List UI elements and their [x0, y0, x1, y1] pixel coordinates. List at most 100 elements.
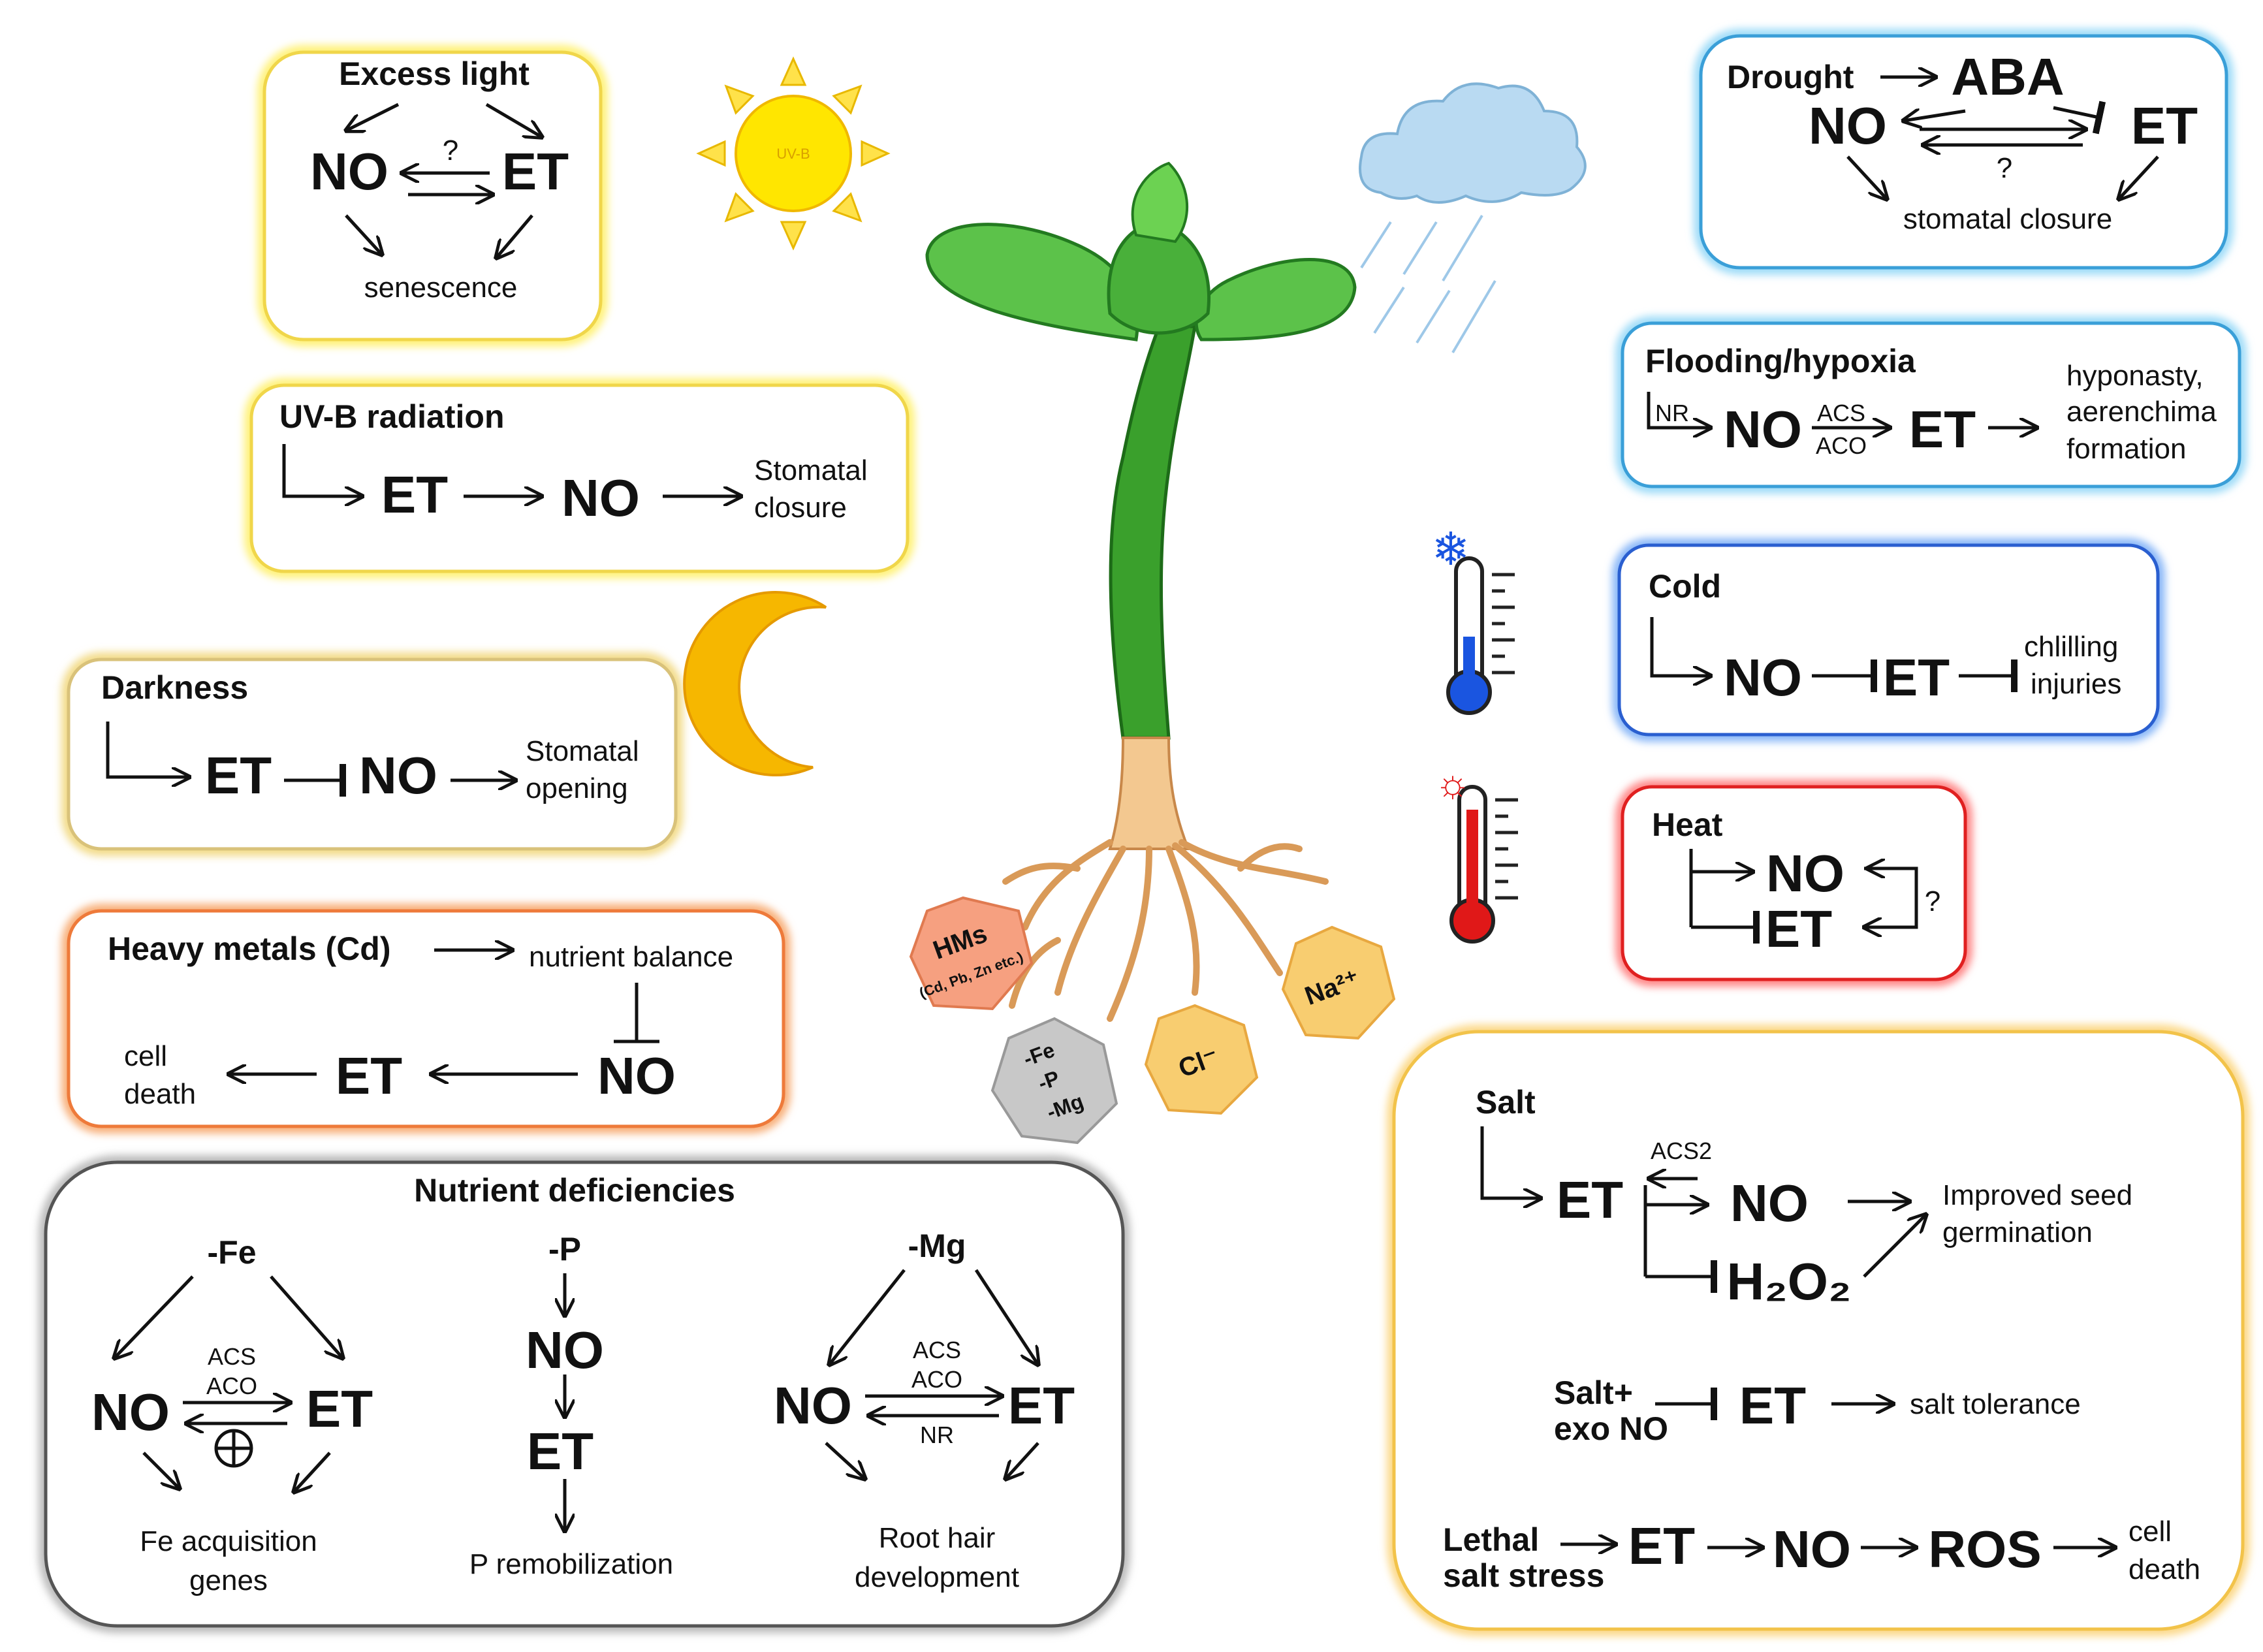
p-et: ET — [527, 1422, 593, 1480]
salt-lethal-no: NO — [1773, 1520, 1851, 1578]
moon-icon — [683, 591, 827, 777]
drought-outcome: stomatal closure — [1903, 203, 2112, 235]
heavy-metals-outcome-1: cell — [124, 1040, 167, 1072]
excess-light-panel: Excess light NO ET ? senescence — [310, 56, 569, 304]
drought-aba: ABA — [1951, 48, 2064, 106]
uvb-panel: UV-B radiation ET NO Stomatal closure — [279, 398, 868, 527]
drought-et: ET — [2131, 97, 2198, 155]
fe-outcome-1: Fe acquisition — [140, 1525, 317, 1557]
deficiency-badge: -Fe -P -Mg — [990, 1017, 1118, 1145]
box-nutrient-deficiencies — [44, 1160, 1125, 1628]
cl-badge: Cl⁻ — [1144, 1004, 1259, 1115]
heat-panel: Heat NO ET ? — [1652, 806, 1940, 958]
heavy-metals-nutrient: nutrient balance — [529, 941, 733, 973]
mg-et: ET — [1008, 1376, 1075, 1435]
box-flooding — [1621, 321, 2241, 488]
salt-acs2: ACS2 — [1651, 1137, 1712, 1164]
salt-lethal-outcome-2: death — [2128, 1553, 2200, 1585]
uvb-no: NO — [562, 469, 640, 527]
flooding-title: Flooding/hypoxia — [1645, 343, 1916, 379]
heat-title: Heat — [1652, 806, 1723, 843]
p-outcome: P remobilization — [469, 1548, 673, 1580]
sun-small-icon: ☼ — [1435, 761, 1471, 805]
salt-lethal-ros: ROS — [1928, 1520, 2041, 1578]
salt-exo-1: Salt+ — [1554, 1374, 1633, 1411]
salt-lethal-outcome-1: cell — [2128, 1516, 2172, 1548]
cold-thermometer-icon: ❄ — [1432, 524, 1515, 715]
fe-no: NO — [91, 1383, 170, 1441]
uvb-title: UV-B radiation — [279, 398, 504, 435]
flooding-et: ET — [1909, 400, 1976, 458]
sun-icon: UV-B — [696, 56, 891, 251]
heavy-metals-outcome-2: death — [124, 1078, 196, 1110]
mg-enzyme-1: ACS — [913, 1337, 961, 1363]
mg-enzyme-2: ACO — [911, 1366, 962, 1393]
cloud-icon — [1359, 82, 1587, 204]
uvb-outcome-1: Stomatal — [754, 454, 868, 486]
fe-plus-circle-icon — [214, 1429, 253, 1468]
darkness-outcome-1: Stomatal — [526, 735, 639, 767]
darkness-et: ET — [205, 746, 272, 804]
heavy-metals-no: NO — [597, 1047, 676, 1105]
salt-exo-2: exo NO — [1554, 1410, 1668, 1447]
excess-light-et: ET — [502, 142, 569, 200]
hot-thermometer-icon: ☼ — [1435, 761, 1518, 944]
heat-question: ? — [1925, 885, 1940, 917]
excess-light-title: Excess light — [339, 56, 530, 92]
darkness-title: Darkness — [101, 669, 248, 706]
fe-label: -Fe — [208, 1234, 257, 1271]
flooding-panel: Flooding/hypoxia NR NO ACS ACO ET hypona… — [1645, 343, 2217, 465]
sun-label: UV-B — [776, 146, 810, 162]
cold-outcome-1: chlilling — [2024, 631, 2118, 663]
heavy-metals-et: ET — [336, 1047, 402, 1105]
fe-et: ET — [306, 1380, 373, 1438]
mg-enzyme-3: NR — [920, 1422, 954, 1448]
nutrient-panel: Nutrient deficiencies -Fe NO ET ACS ACO … — [91, 1172, 1075, 1596]
flooding-enzyme-2: ACO — [1816, 432, 1867, 459]
rain-icon — [1360, 214, 1496, 354]
nutrient-title: Nutrient deficiencies — [414, 1172, 735, 1209]
box-cold — [1617, 543, 2160, 737]
mg-no: NO — [774, 1376, 852, 1435]
drought-no: NO — [1809, 97, 1887, 155]
plant-illustration — [925, 161, 1357, 1022]
salt-outcome-2: germination — [1942, 1216, 2093, 1248]
heat-et: ET — [1765, 900, 1832, 958]
box-uvb — [249, 383, 910, 573]
drought-title: Drought — [1727, 59, 1854, 95]
heavy-metals-panel: Heavy metals (Cd) nutrient balance NO ET… — [108, 930, 733, 1110]
salt-title: Salt — [1476, 1084, 1536, 1120]
mg-outcome-1: Root hair — [879, 1522, 996, 1554]
excess-light-no: NO — [310, 142, 388, 200]
drought-panel: Drought ABA NO ET ? stomatal closure — [1727, 48, 2198, 235]
salt-outcome-1: Improved seed — [1942, 1179, 2132, 1211]
salt-lethal-et: ET — [1628, 1517, 1695, 1575]
flooding-no: NO — [1724, 400, 1802, 458]
uvb-outcome-2: closure — [754, 492, 847, 524]
snowflake-icon: ❄ — [1432, 524, 1470, 575]
fe-enzyme-1: ACS — [208, 1343, 256, 1370]
salt-exo-outcome: salt tolerance — [1910, 1388, 2081, 1420]
darkness-no: NO — [359, 746, 437, 804]
excess-light-question: ? — [443, 135, 458, 167]
box-drought — [1699, 34, 2228, 270]
flooding-outcome-1: hyponasty, — [2066, 360, 2204, 392]
fe-enzyme-2: ACO — [206, 1373, 257, 1399]
drought-question: ? — [1997, 152, 2012, 184]
excess-light-outcome: senescence — [364, 272, 518, 304]
salt-panel: Salt ET ACS2 NO H₂O₂ Improved seed germi… — [1443, 1084, 2200, 1594]
mg-label: -Mg — [908, 1228, 966, 1264]
mg-outcome-2: development — [855, 1561, 1019, 1593]
p-no: NO — [526, 1321, 604, 1379]
flooding-outcome-2: aerenchima — [2066, 396, 2217, 428]
box-frames — [39, 29, 2250, 1636]
darkness-panel: Darkness ET NO Stomatal opening — [101, 669, 639, 804]
hm-badge: HMs (Cd, Pb, Zn etc.) — [909, 896, 1034, 1011]
cold-title: Cold — [1649, 568, 1721, 605]
box-darkness — [67, 658, 678, 851]
box-salt — [1392, 1030, 2245, 1631]
salt-et: ET — [1557, 1171, 1623, 1229]
salt-exo-et: ET — [1739, 1376, 1806, 1435]
